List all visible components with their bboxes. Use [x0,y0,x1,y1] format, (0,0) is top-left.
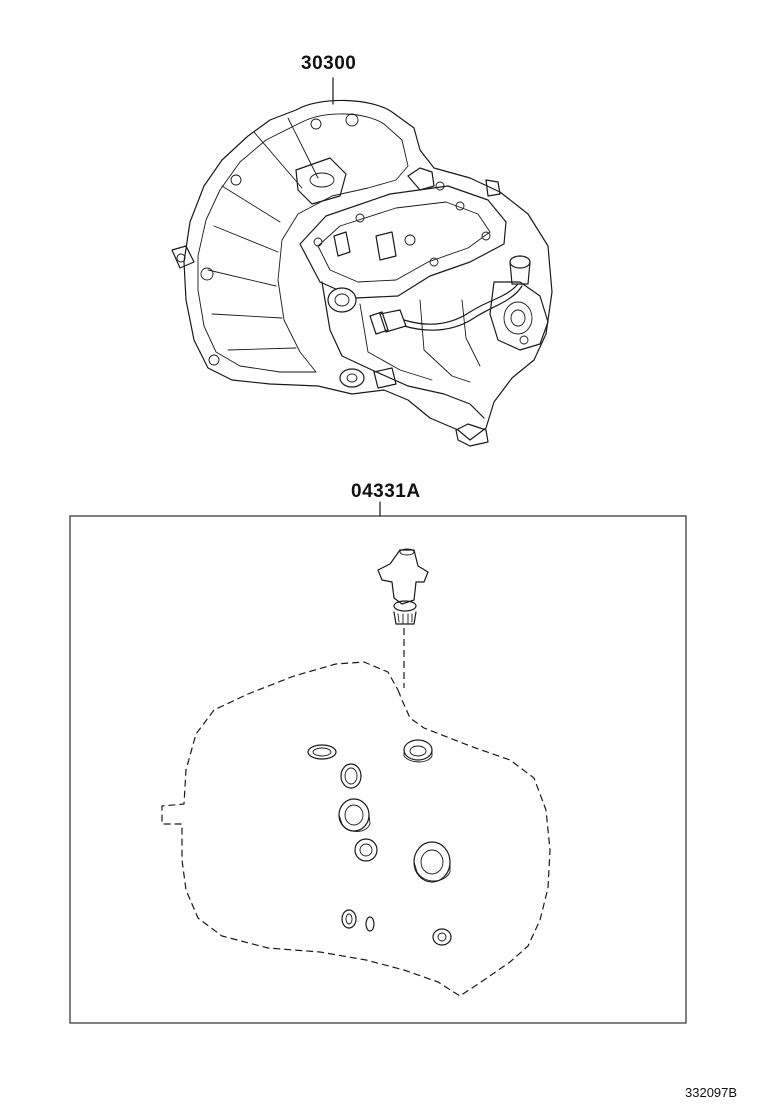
part-number-label-assembly: 30300 [301,53,357,74]
part-number-label-kit: 04331A [351,481,421,502]
overhaul-gasket-kit-illustration [69,501,687,1024]
speedometer-driven-gear [377,548,429,625]
kit-contents-box [69,515,687,1024]
oil-seal [413,841,451,883]
transmission-assembly-illustration [171,77,553,447]
oil-seal [403,739,433,761]
o-ring [365,916,375,932]
oil-seal [432,928,452,946]
oil-seal [354,838,378,862]
o-ring [341,909,357,929]
case-outline-dashed [161,661,551,997]
o-ring [340,763,362,789]
seal-o-rings [307,739,452,946]
o-ring [307,744,337,760]
diagram-id: 332097B [685,1085,738,1100]
